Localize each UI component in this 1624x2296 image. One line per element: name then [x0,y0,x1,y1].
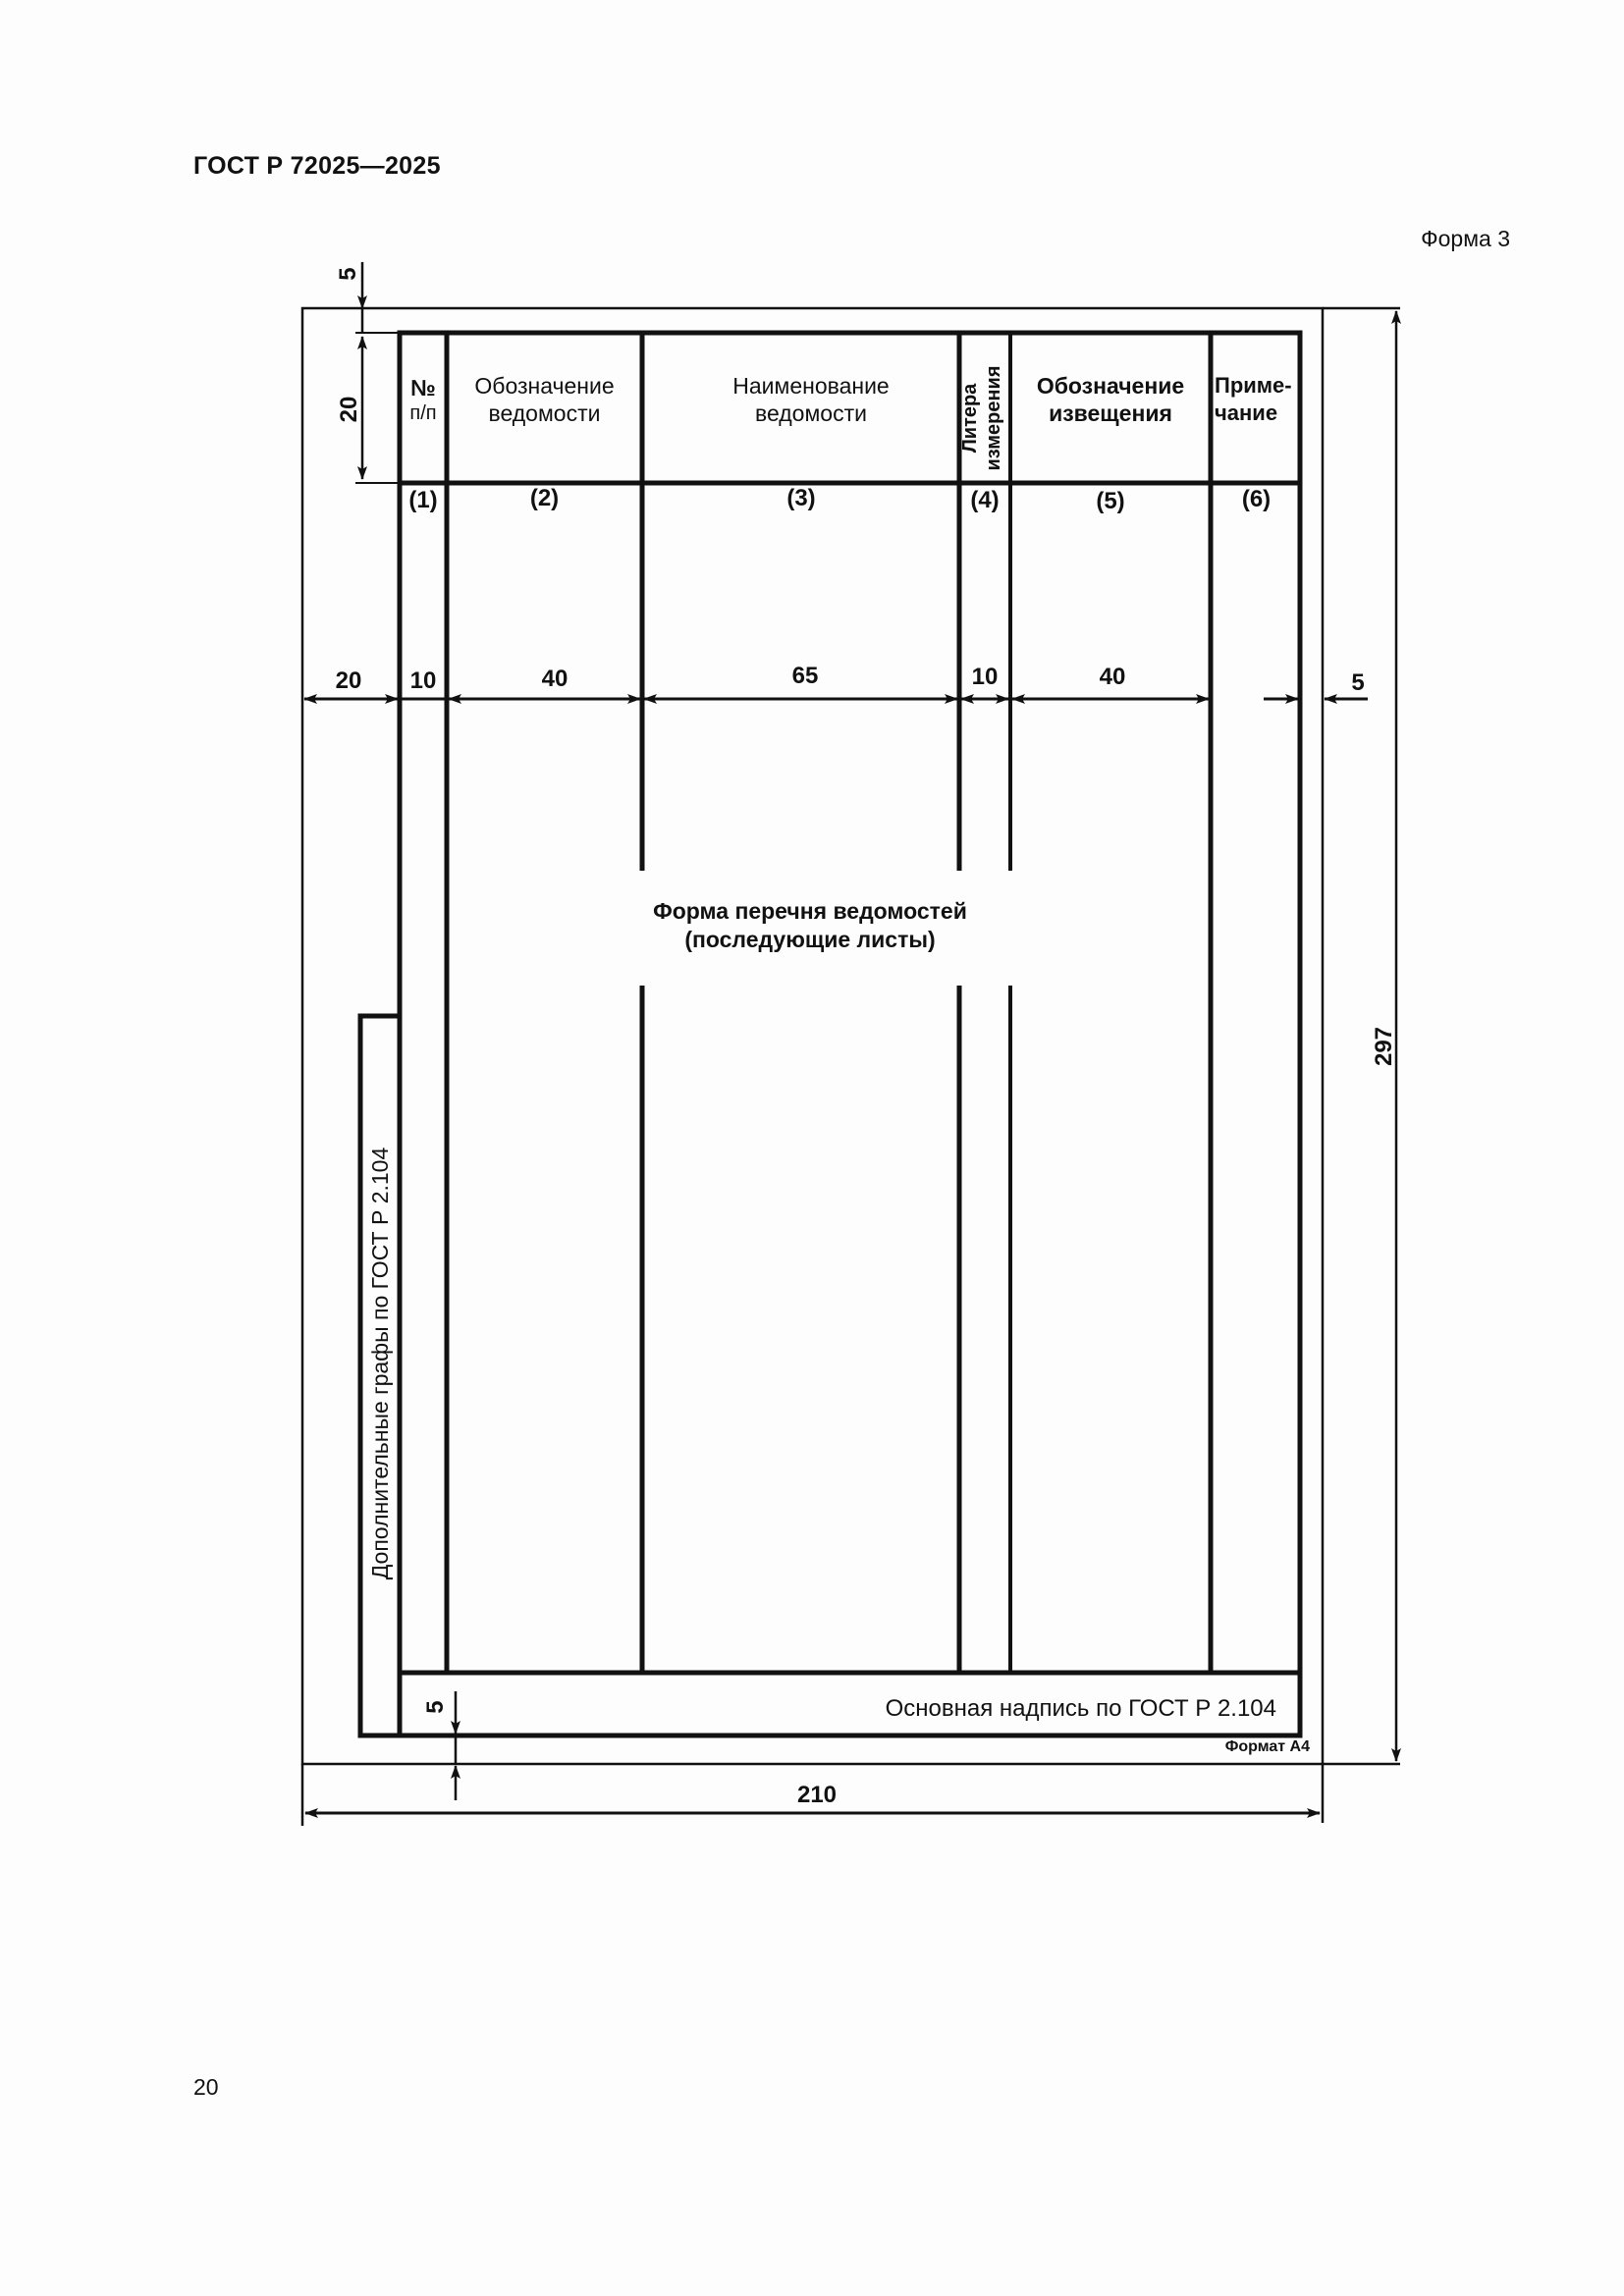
dim-col2-width: 40 [541,666,568,692]
column-header-number: № п/п [409,375,437,424]
dim-col1-width: 10 [409,667,437,694]
column-header-revision-letter: Литера измерения [959,365,1004,471]
column-header-statement-name: Наименование ведомости [732,373,890,426]
column-number-5: (5) [1096,488,1125,514]
column-number-2: (2) [529,485,560,511]
column-number-1: (1) [408,487,438,513]
column-header-statement-code: Обозначение ведомости [474,373,615,426]
sheet-outline [300,306,1325,1766]
center-note: Форма перечня ведомостей (последующие ли… [653,898,967,952]
column-number-3: (3) [786,485,816,511]
dim-header-height: 20 [336,396,362,423]
dim-top-margin: 5 [335,267,361,281]
inner-frame [397,330,1303,1738]
document-title: ГОСТ Р 72025—2025 [193,152,441,180]
title-block-label: Основная надпись по ГОСТ Р 2.104 [885,1695,1276,1722]
column-number-4: (4) [970,487,1000,513]
dim-col3-width: 65 [791,663,819,689]
dim-left-margin: 20 [335,667,362,694]
dim-bottom-margin: 5 [422,1700,449,1714]
form-label: Форма 3 [1421,226,1510,251]
dim-sheet-width: 210 [796,1782,838,1808]
column-number-6: (6) [1241,486,1272,512]
page-number: 20 [193,2074,219,2100]
column-header-note: Приме- чание [1215,373,1292,425]
column-header-notice-code: Обозначение извещения [1036,373,1185,426]
side-box-label: Дополнительные графы по ГОСТ Р 2.104 [367,1147,393,1580]
dim-sheet-height: 297 [1371,1026,1397,1067]
dim-col4-width: 10 [971,664,999,690]
dim-right-margin: 5 [1351,669,1365,696]
dim-col5-width: 40 [1099,664,1126,690]
format-label: Формат А4 [1224,1738,1310,1755]
